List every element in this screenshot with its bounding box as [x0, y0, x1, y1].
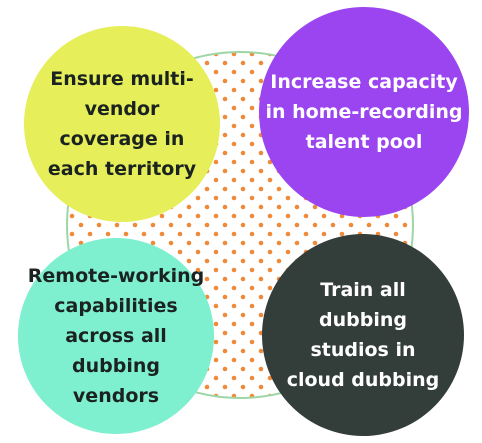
circle-top-right — [259, 7, 469, 217]
circle-bottom-left — [18, 238, 214, 434]
bottom-right-label: Train all dubbing studios in cloud dubbi… — [286, 279, 440, 391]
circle-bottom-right — [262, 234, 464, 436]
top-right-label: Increase capacity in home-recording tale… — [265, 71, 463, 153]
top-left-label: Ensure multi- vendor coverage in each te… — [47, 68, 197, 180]
circle-top-left — [24, 26, 220, 222]
bottom-left-label: Remote-working capabilities across all d… — [27, 265, 205, 407]
ring-outline — [66, 51, 414, 399]
